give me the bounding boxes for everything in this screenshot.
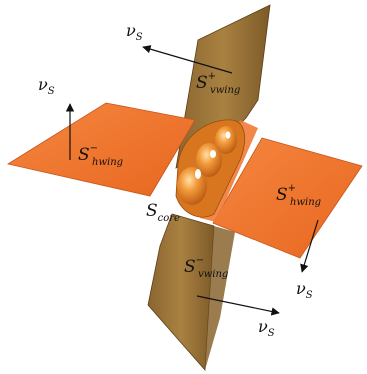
normal-arrow-right xyxy=(300,219,319,273)
normal-label-left: νS xyxy=(38,75,55,97)
label-vwing-plus: S+vwing xyxy=(196,71,240,96)
normal-label-lower: νS xyxy=(258,317,275,339)
vertical-wing-upper xyxy=(175,4,271,169)
label-core: Score xyxy=(146,201,180,224)
core-hole-2 xyxy=(210,150,216,158)
vertical-wing-lower-shade xyxy=(205,226,235,370)
label-hwing-plus: S+hwing xyxy=(276,183,321,208)
vertical-wing-lower xyxy=(147,213,215,371)
label-vwing-minus: S−vwing xyxy=(184,255,228,280)
label-hwing-minus: S−hwing xyxy=(78,143,123,168)
horizontal-wing-right xyxy=(212,137,363,259)
core-hole-1 xyxy=(195,169,201,179)
core-bump-2 xyxy=(196,143,222,177)
horizontal-wing-left xyxy=(6,102,196,197)
core-bump-3 xyxy=(215,126,237,154)
normal-label-upper: νS xyxy=(126,21,143,43)
normal-label-right: νS xyxy=(296,279,313,301)
core-hole-3 xyxy=(225,131,231,139)
normal-arrow-lower xyxy=(196,295,280,316)
normal-arrow-upper xyxy=(142,45,233,74)
